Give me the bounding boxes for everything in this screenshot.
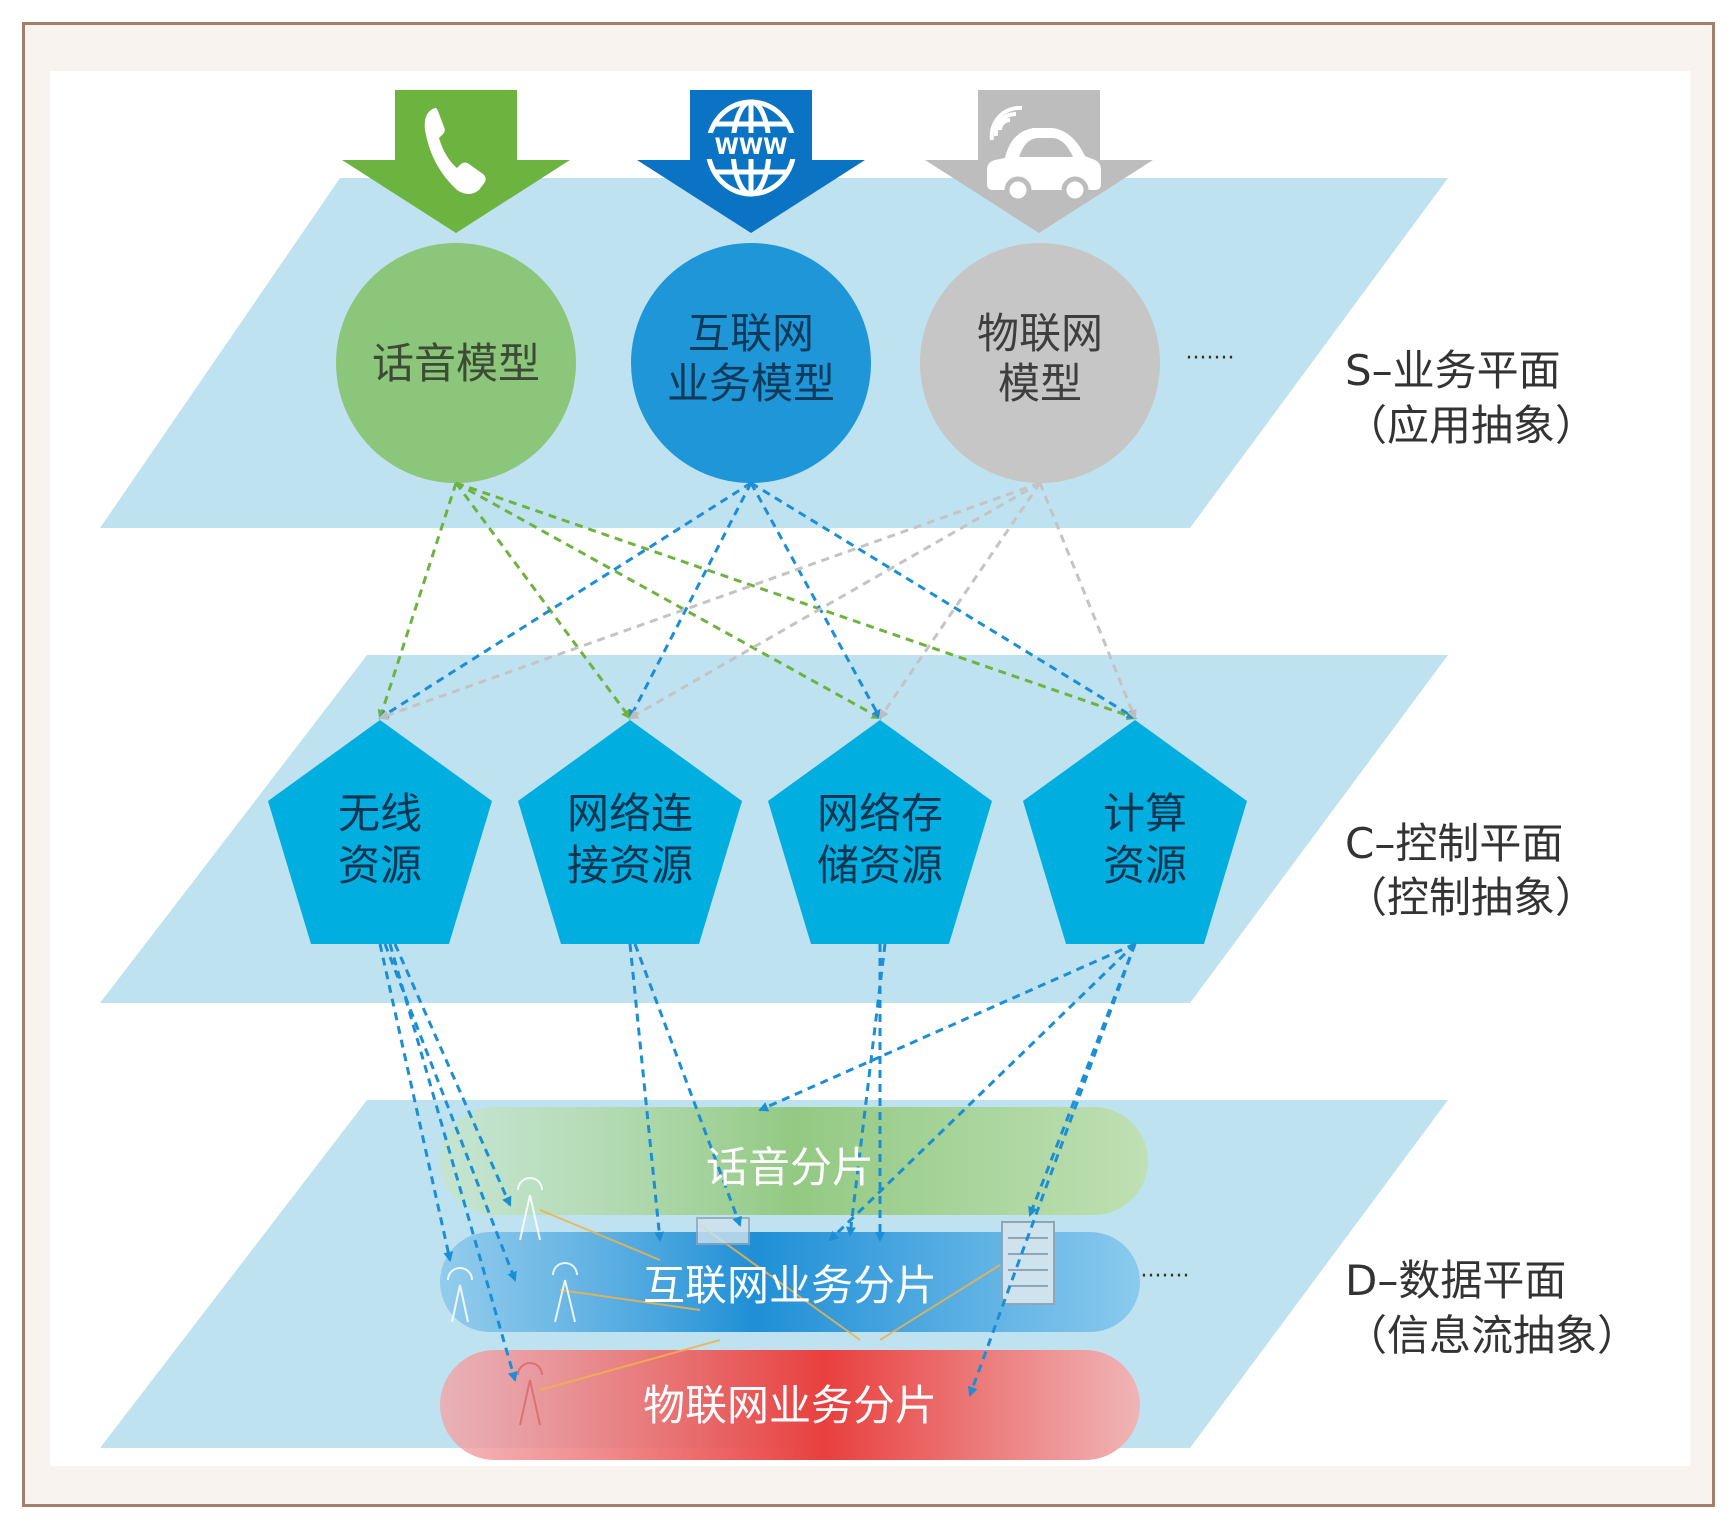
globe-www-icon: WWW [700,99,802,197]
iot-model-label-1: 物联网 [977,309,1103,358]
data-plane-subtitle: （信息流抽象） [1345,1311,1639,1360]
internet-model-label-1: 互联网 [688,309,814,358]
network-connection-label-2: 接资源 [567,841,693,890]
server-rack-icon [696,1217,750,1245]
voice-slice-bar[interactable] [440,1107,1148,1215]
iot-slice-bar[interactable] [440,1350,1140,1460]
control-plane-subtitle: （控制抽象） [1345,873,1597,922]
internet-model-circle[interactable] [631,243,871,483]
data-plane-title: D–数据平面 [1345,1256,1566,1305]
data-ellipsis: ······· [1141,1264,1190,1289]
service-plane-title: S–业务平面 [1345,346,1561,395]
cell-tower-icon [517,1362,543,1426]
network-storage-label-2: 储资源 [817,841,943,890]
control-to-data-links [378,942,1137,1397]
compute-resource-label-2: 资源 [1103,841,1187,890]
voice-model-circle[interactable] [336,243,576,483]
cell-tower-icon [447,1177,578,1323]
internet-model-label-2: 业务模型 [667,359,835,408]
network-connection-label-1: 网络连 [567,789,693,838]
service-to-control-links [377,481,1137,721]
data-plane-links [539,1209,1001,1391]
internet-slice-bar[interactable] [440,1232,1140,1332]
iot-model-circle[interactable] [920,243,1160,483]
connected-car-icon [987,105,1101,204]
compute-resource-label-1: 计算 [1103,789,1187,838]
network-connection-resource-pentagon[interactable] [518,720,742,944]
voice-arrow [342,90,570,233]
service-ellipsis: ······· [1186,346,1235,371]
network-storage-resource-pentagon[interactable] [768,720,992,944]
iot-model-label-2: 模型 [998,359,1082,408]
wireless-resource-label-1: 无线 [338,789,422,838]
iot-slice-label: 物联网业务分片 [643,1381,937,1430]
phone-icon [424,107,486,194]
voice-model-label: 话音模型 [372,339,540,388]
control-plane-title: C–控制平面 [1345,819,1563,868]
internet-slice-label: 互联网业务分片 [643,1261,937,1310]
globe-www-text: WWW [715,135,788,160]
compute-resource-pentagon[interactable] [1023,720,1247,944]
service-plane-subtitle: （应用抽象） [1345,401,1597,450]
network-storage-label-1: 网络存 [817,789,943,838]
wireless-resource-label-2: 资源 [338,841,422,890]
wireless-resource-pentagon[interactable] [268,720,492,944]
voice-slice-label: 话音分片 [706,1143,874,1192]
